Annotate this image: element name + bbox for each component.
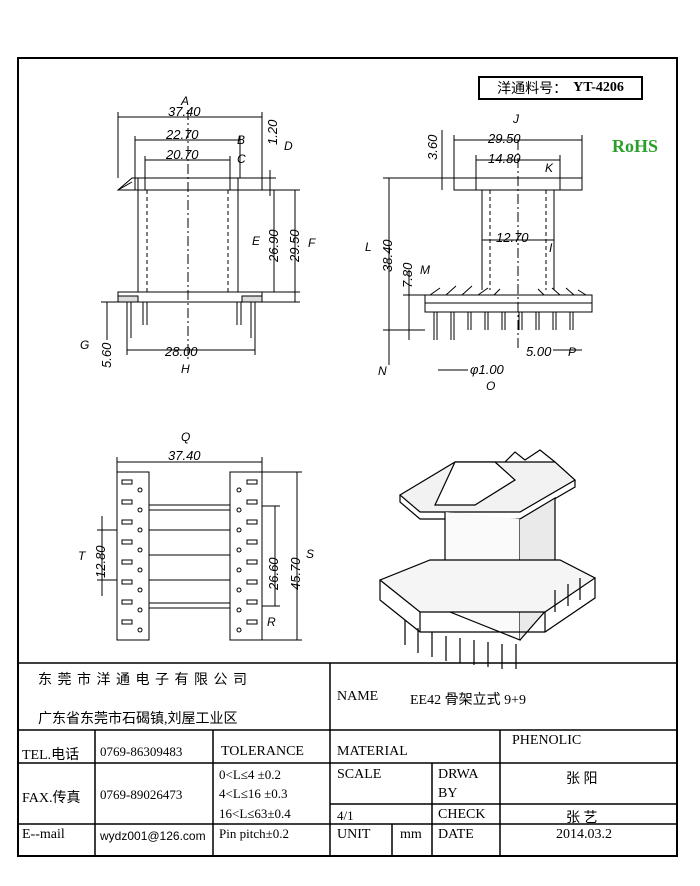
fax-label: FAX.传真 [22,791,81,806]
check-label: CHECK [438,807,486,822]
dim-i: 12.70 [496,230,529,245]
company-address: 广东省东莞市石碣镇,刘屋工业区 [38,712,238,727]
balloon-i: I [549,241,553,255]
title-block-grid [17,662,678,857]
balloon-j: J [513,112,519,126]
email-value: wydz001@126.com [100,829,206,843]
drawing-frame [17,57,678,857]
part-number-label: 洋通料号： [497,82,568,97]
dim-top: 3.60 [425,134,440,160]
date-value: 2014.03.2 [556,827,612,842]
tel-value: 0769-86309483 [100,744,183,759]
balloon-g: G [80,338,90,352]
iso-pins [404,578,581,669]
name-label: NAME [337,689,379,704]
dim-o: φ1.00 [470,362,504,377]
dim-l: 38.40 [380,239,395,272]
name-value: EE42 骨架立式 9+9 [410,693,526,708]
dim-j: 29.50 [488,131,521,146]
part-number-value: YT-4206 [573,80,624,95]
balloon-r: R [267,615,276,629]
balloon-d: D [284,139,293,153]
balloon-e: E [252,234,261,248]
company-name: 东 莞 市 洋 通 电 子 有 限 公 司 [38,673,248,688]
dim-t: 12.80 [93,545,108,578]
tolerance-row-2: 4<L≤16 ±0.3 [219,786,288,801]
drawn-value: 张 阳 [566,772,598,787]
isometric-view [378,449,597,669]
balloon-o: O [486,379,496,393]
front-view [101,110,300,360]
dim-e: 26.90 [266,229,281,262]
dim-q: 37.40 [168,448,201,463]
tolerance-row-4: Pin pitch±0.2 [219,826,289,841]
dim-h: 28.00 [165,344,198,359]
balloon-q: Q [181,430,191,444]
balloon-n: N [378,364,387,378]
date-label: DATE [438,827,474,842]
bottom-view [97,457,302,641]
balloon-k: K [545,161,554,175]
side-view [383,130,593,371]
balloon-c: C [237,152,246,166]
dim-d: 1.20 [265,119,280,145]
balloon-p: P [568,345,577,359]
email-label: E--mail [22,827,65,842]
balloon-a: A [181,94,190,108]
fax-value: 0769-89026473 [100,787,183,802]
material-value: PHENOLIC [512,733,582,748]
tel-label: TEL.电话 [22,748,80,763]
material-label: MATERIAL [337,744,408,759]
dim-m: 7.80 [400,262,415,288]
rohs-mark: RoHS [612,136,659,156]
balloon-m: M [420,263,430,277]
scale-value: 4/1 [337,808,354,823]
balloon-t: T [78,549,86,563]
scale-label: SCALE [337,767,382,782]
right-pin-slots [236,479,258,633]
dim-f: 29.50 [287,229,302,262]
dim-r: 26.60 [266,557,281,590]
tolerance-label: TOLERANCE [221,744,304,759]
dim-s: 45.70 [288,557,303,590]
balloon-s: S [306,547,315,561]
dim-a: 37.40 [168,104,201,119]
tolerance-row-3: 16<L≤63±0.4 [219,806,291,821]
dim-b: 22.70 [166,127,199,142]
dim-c: 20.70 [166,147,199,162]
tolerance-row-1: 0<L≤4 ±0.2 [219,767,282,782]
unit-value: mm [400,827,422,842]
dim-p: 5.00 [526,344,552,359]
balloon-l: L [365,240,372,254]
balloon-h: H [181,362,190,376]
balloon-f: F [308,236,316,250]
dim-k: 14.80 [488,151,521,166]
balloon-b: B [237,133,246,147]
left-pin-slots [121,479,143,633]
unit-label: UNIT [337,827,371,842]
check-value: 张 艺 [566,811,598,826]
dim-g: 5.60 [99,342,114,368]
drawn-label-2: BY [438,786,458,801]
part-number-box: 洋通料号： YT-4206 [478,76,643,100]
drawn-label-1: DRWA [438,767,479,782]
